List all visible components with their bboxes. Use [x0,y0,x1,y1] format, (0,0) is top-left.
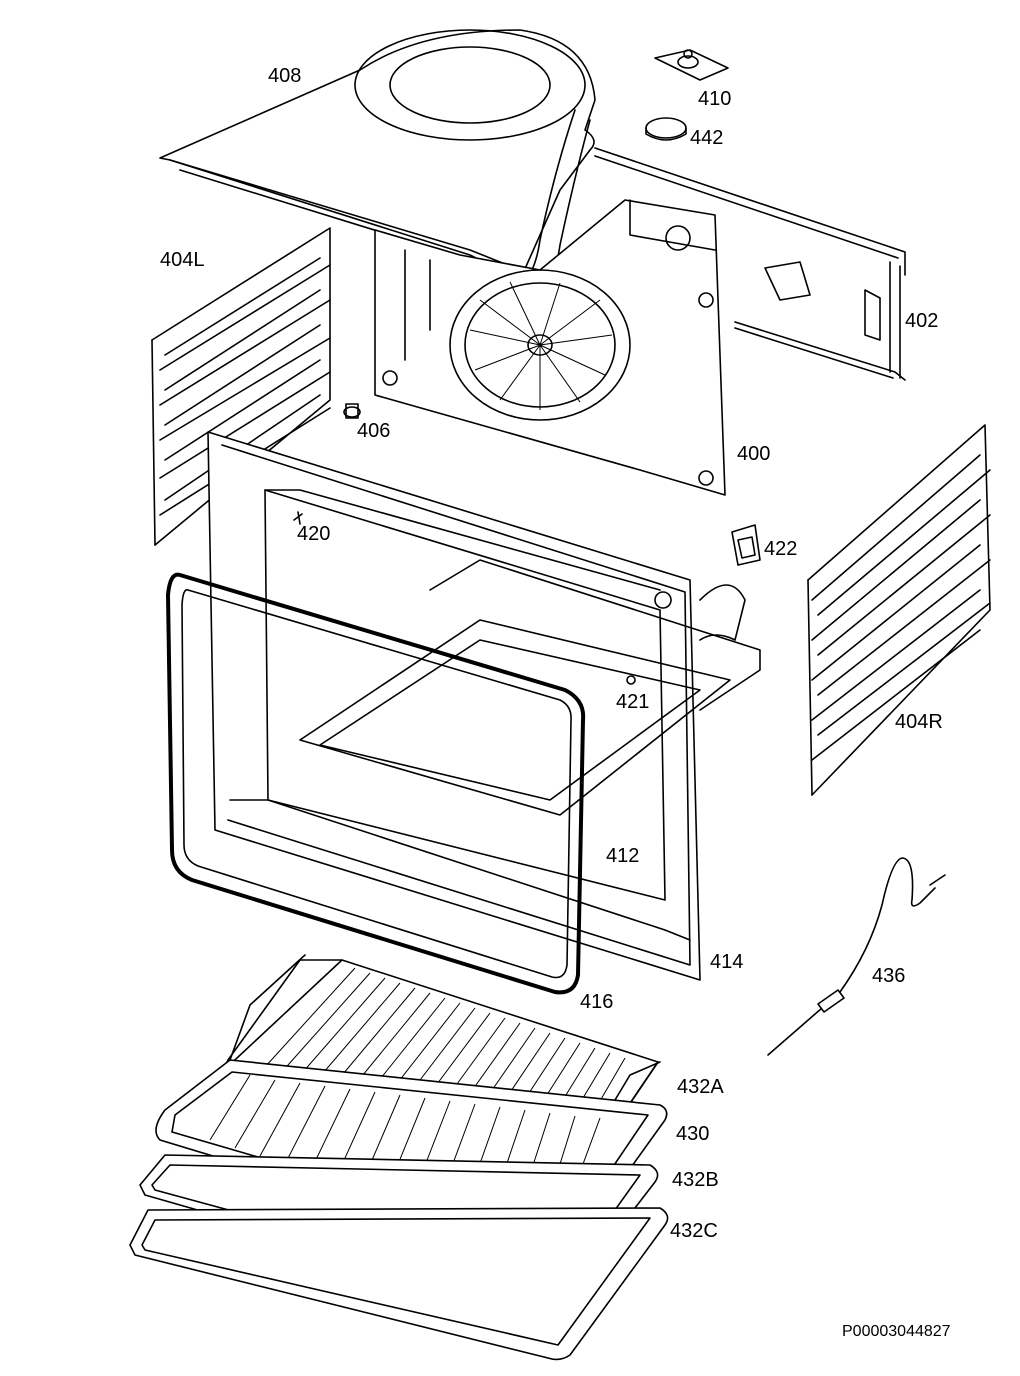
part-404L-left-shelf-support [151,227,331,546]
part-436-meat-probe [767,857,946,1056]
label-404L: 404L [160,249,205,271]
label-410: 410 [698,88,732,110]
label-406: 406 [357,420,391,442]
label-436: 436 [872,965,906,987]
label-400: 400 [737,443,771,465]
part-404R-right-shelf-support [807,424,991,796]
part-416-door-gasket [166,572,586,995]
label-420: 420 [297,523,331,545]
label-408: 408 [268,65,302,87]
label-412: 412 [606,845,640,867]
part-410 [654,49,729,81]
label-432C: 432C [670,1220,718,1242]
part-406-screw [343,403,361,419]
part-421-screw [626,675,636,685]
part-432C-flat-tray [129,1207,669,1361]
label-430: 430 [676,1123,710,1145]
label-432A: 432A [677,1076,724,1098]
part-422-connector [731,524,761,566]
part-420-screw [293,511,303,525]
part-442 [645,117,687,141]
part-414-oven-cavity [207,431,761,981]
label-432B: 432B [672,1169,719,1191]
label-422: 422 [764,538,798,560]
label-414: 414 [710,951,744,973]
label-416: 416 [580,991,614,1013]
part-400-back-wall [374,199,726,496]
label-421: 421 [616,691,650,713]
label-442: 442 [690,127,724,149]
label-404R: 404R [895,711,943,733]
part-402-rear-rail [594,147,906,381]
document-id: P00003044827 [842,1323,951,1340]
label-402: 402 [905,310,939,332]
